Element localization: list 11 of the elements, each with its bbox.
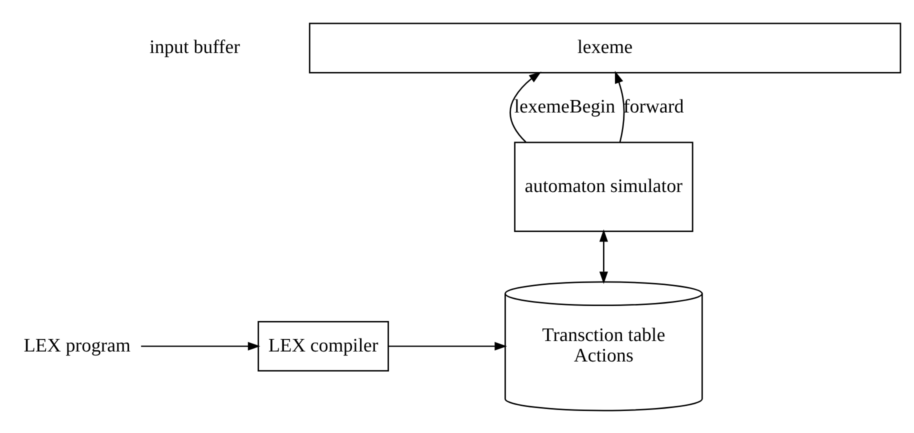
edge-label: lexemeBegin	[514, 96, 616, 118]
arrow	[388, 341, 507, 350]
arrow	[510, 71, 542, 142]
node-box: LEX compiler	[258, 320, 389, 372]
arrow	[614, 70, 625, 142]
node-box: lexeme	[308, 22, 902, 73]
node-text: LEX program	[24, 334, 130, 356]
node-box: automaton simulator	[514, 141, 694, 232]
node-label: input buffer	[150, 36, 240, 58]
arrow	[141, 341, 260, 350]
arrow	[599, 228, 608, 284]
